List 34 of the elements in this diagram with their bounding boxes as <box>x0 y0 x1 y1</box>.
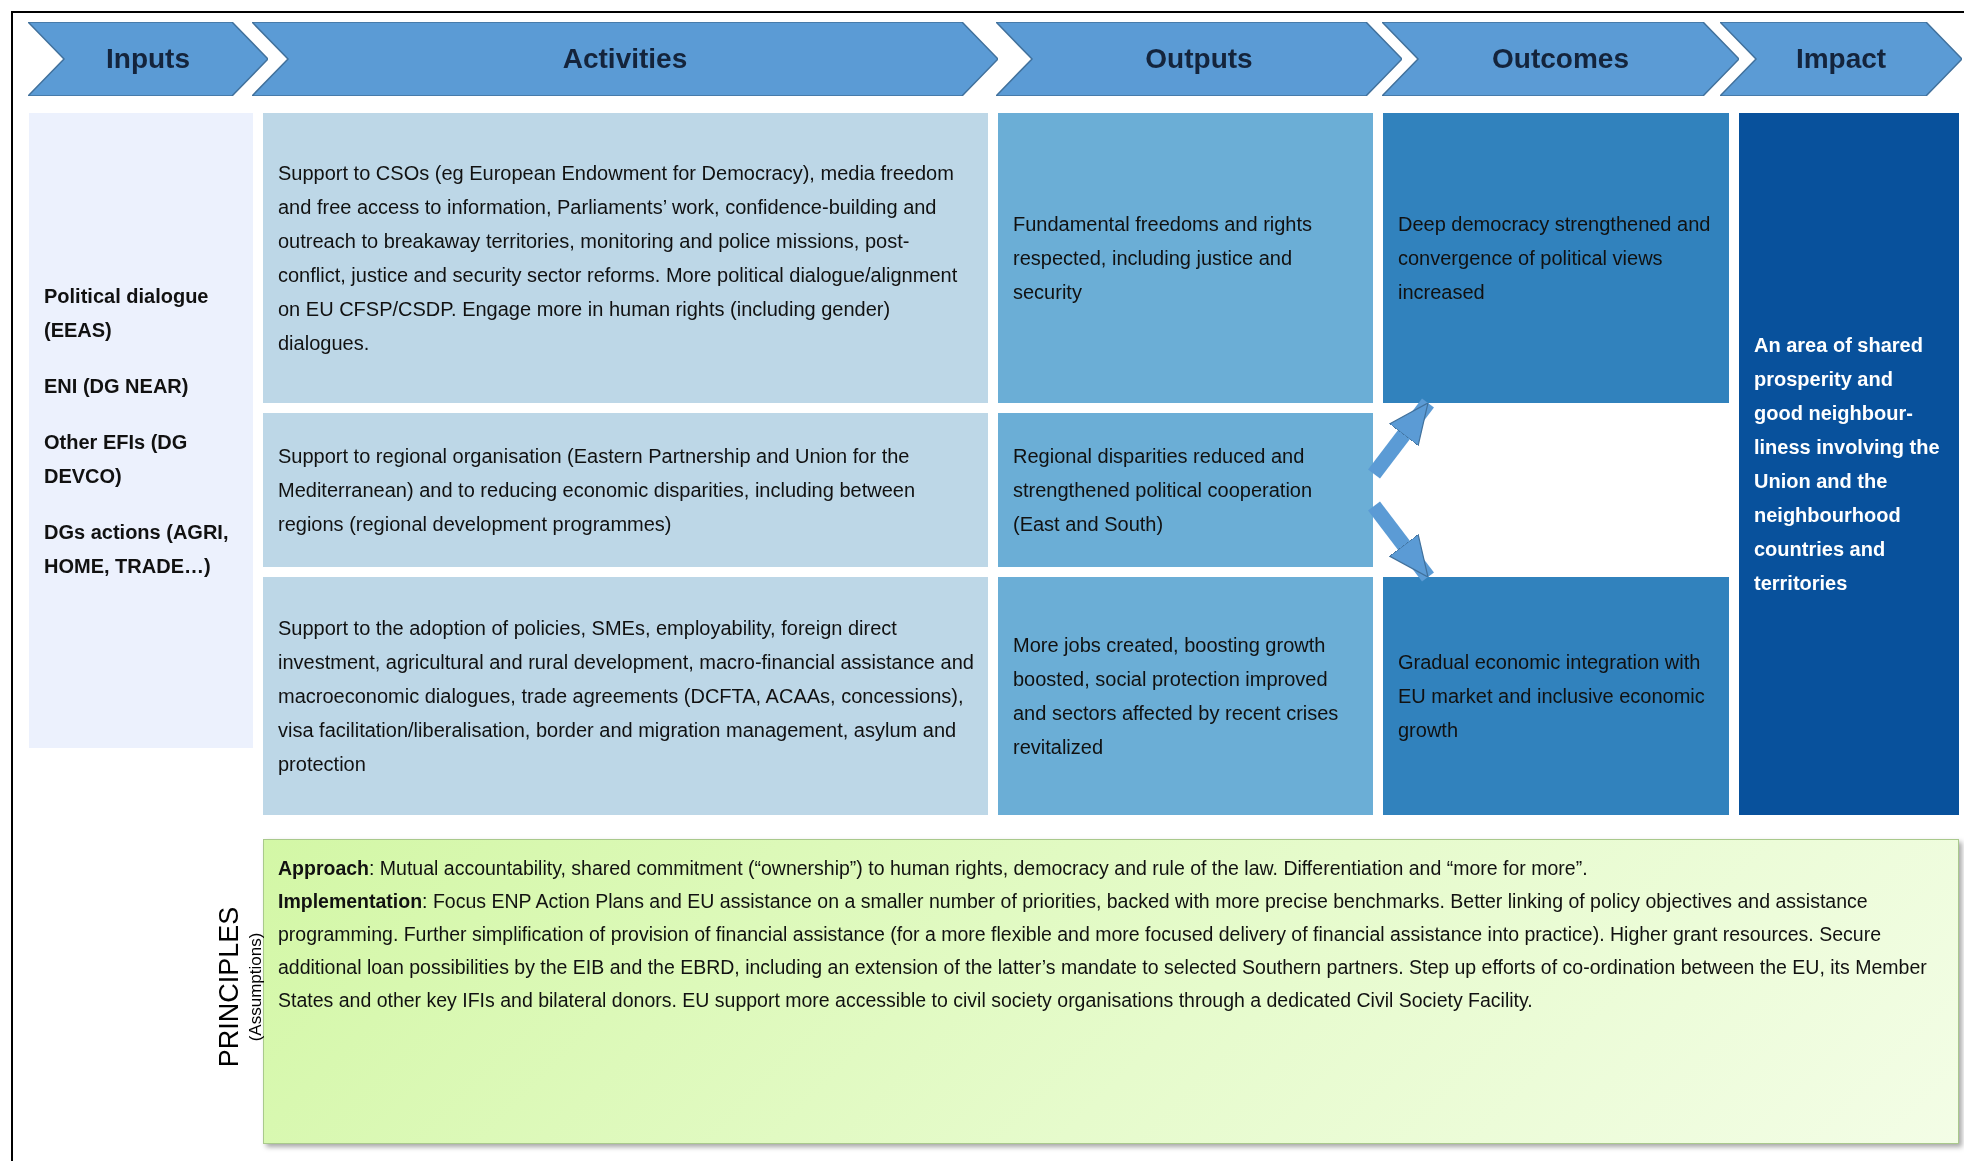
section-sublabel: (Assumptions) <box>246 932 265 1042</box>
input-source: DGs actions (AGRI, HOME, TRADE…) <box>44 519 230 579</box>
activity-text: Support to the adoption of policies, SMEs, employability, foreign direct investment, agricultural and rural development, macro-financial assistance and macroeconomic dialogues, trade agreements (DCFTA, ACAAs, concessions), visa facilitation/liberalisation, border and migration management, asylum and protection <box>278 616 974 777</box>
input-source: Political dialogue (EEAS) <box>44 283 210 343</box>
block-arrow <box>1368 398 1434 479</box>
outcome-panel <box>1383 113 1729 403</box>
block-arrow <box>1368 501 1434 582</box>
section-label: PRINCIPLES <box>214 906 244 1068</box>
stage-heading: Impact <box>1795 43 1887 75</box>
stage-heading: Inputs <box>106 43 190 75</box>
activity-text: Support to regional organisation (Eastern Partnership and Union for the Mediterranean) and to reducing economic disparities, including between regions (regional development programmes) <box>278 444 917 537</box>
activity-panel <box>263 577 988 815</box>
stage-heading: Activities <box>562 43 688 75</box>
outcome-text: Gradual economic integration with EU market and inclusive economic growth <box>1398 650 1706 743</box>
activity-text: Support to CSOs (eg European Endowment for Democracy), media freedom and free access to information, Parliaments’ work, confidence-building and outreach to breakaway territories, monitoring and police missions, post-conflict, justice and security sector reforms. More political dialogue/alignment on EU CFSP/CSDP. Engage more in human rights (including gender) dialogues. <box>278 161 959 356</box>
stage-heading: Outputs <box>1145 43 1253 75</box>
principles-paragraph: Approach: Mutual accountability, shared commitment (“ownership”) to human rights, democracy and rule of the law. Differentiation and “more for more”. <box>278 856 1589 881</box>
impact-text: An area of shared prosperity and good neighbour-liness involving the Union and the neighbourhood countries and territories <box>1754 333 1941 596</box>
principles-paragraph: Implementation: Focus ENP Action Plans and EU assistance on a smaller number of priorities, backed with more precise benchmarks. Better linking of policy objectives and assistance programming. Further simplification of provision of financial assistance (for a more flexible and more focused delivery of financial assistance into practice). Higher grant resources. Secure additional loan possibilities by the EIB and the EBRD, including an extension of the latter’s mandate to selected Southern partners. Step up efforts of co-ordination between the EU, its Member States and other key IFIs and bilateral donors. EU support more accessible to civil society organisations through a dedicated Civil Society Facility. <box>278 889 1928 1013</box>
output-panel <box>998 577 1373 815</box>
output-text: Fundamental freedoms and rights respected, including justice and security <box>1013 212 1314 305</box>
outcome-panel <box>1383 577 1729 815</box>
principles-panel <box>263 839 1959 1144</box>
activity-panel <box>263 113 988 403</box>
output-panel <box>998 113 1373 403</box>
input-source: Other EFIs (DG DEVCO) <box>44 429 189 489</box>
impact-panel <box>1739 113 1959 815</box>
input-source: ENI (DG NEAR) <box>44 373 190 399</box>
outcome-text: Deep democracy strengthened and convergence of political views increased <box>1398 212 1712 305</box>
activity-panel <box>263 413 988 567</box>
output-text: Regional disparities reduced and strengthened political cooperation (East and South) <box>1013 444 1314 537</box>
stage-heading: Outcomes <box>1492 43 1629 75</box>
output-text: More jobs created, boosting growth boosted, social protection improved and sectors affected by recent crises revitalized <box>1013 633 1340 760</box>
output-panel <box>998 413 1373 567</box>
